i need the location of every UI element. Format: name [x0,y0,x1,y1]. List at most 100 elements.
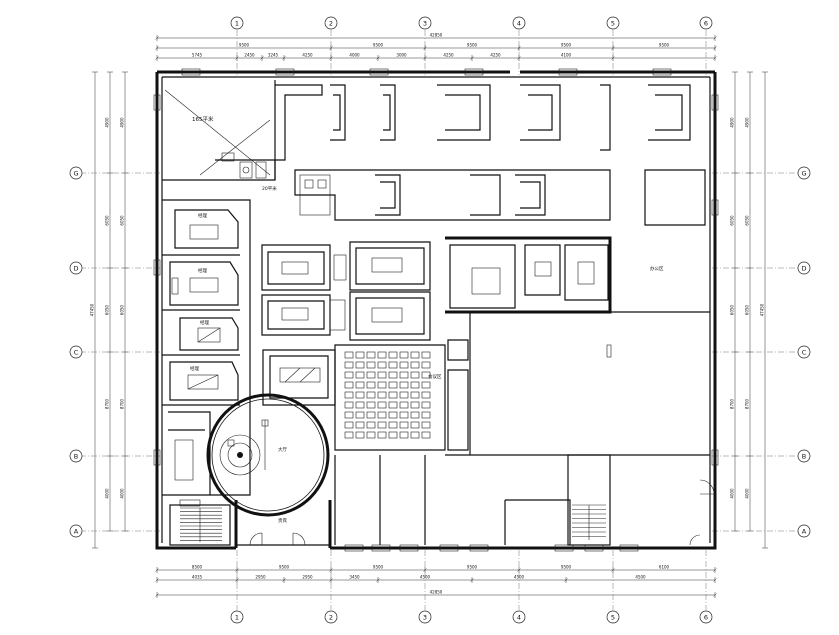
seat [344,371,354,379]
seat [377,431,387,439]
seat [410,361,420,369]
seat [355,351,365,359]
dim-bottom-outer-0: 8500 [192,565,203,570]
seat [344,381,354,389]
office-4-label: 经理 [190,365,199,372]
seat [388,411,398,419]
axis-label-col-5: 5 [611,613,615,621]
dim-top-outer-2: 9500 [467,43,478,48]
axis-bubble-row-D [797,261,811,275]
seat [388,361,398,369]
seat [399,401,409,409]
seat [377,371,387,379]
axis-label-row-G: G [73,169,78,177]
dim-left-parts-3: 8700 [105,398,110,409]
seat [355,431,365,439]
dim-top-outer-4: 9500 [659,43,670,48]
seat [355,361,365,369]
seat [388,401,398,409]
seat [377,381,387,389]
axis-label-row-D: D [73,264,78,272]
axis-label-row-A: A [74,527,79,535]
axis-bubble-row-G [69,166,83,180]
dim-bottom-outer-3: 9500 [467,565,478,570]
seat [410,381,420,389]
axis-bubble-col-1 [230,16,244,30]
seat [421,391,431,399]
seat [377,421,387,429]
seat [366,371,376,379]
seat [399,421,409,429]
dim-right-inner-4: 4000 [730,488,735,499]
seat [388,371,398,379]
meeting-rooms [261,241,431,406]
axis-label-row-A: A [802,527,807,535]
axis-label-col-6: 6 [704,613,708,621]
axis-label-row-D: D [801,264,806,272]
seat [421,361,431,369]
dim-right-parts-3: 8700 [745,398,750,409]
seat [421,411,431,419]
seating-area: 会议区 [334,344,446,451]
dim-top-inner-8: 4100 [561,53,572,58]
seat [377,411,387,419]
dim-top-inner-1: 2450 [244,53,255,58]
seat [399,351,409,359]
seat [421,371,431,379]
seat [399,391,409,399]
dim-right-inner-2: 6050 [730,304,735,315]
axis-bubble-col-3 [418,610,432,624]
seat [355,411,365,419]
dim-top-inner-6: 4250 [443,53,454,58]
axis-label-col-1: 1 [235,613,239,621]
axis-label-col-4: 4 [517,19,521,27]
dim-bottom-outer-5: 6100 [659,565,670,570]
room-20-label: 20平米 [262,185,277,192]
dim-right-inner-0: 4900 [730,117,735,128]
seat [388,421,398,429]
dim-left-parts-2: 6050 [105,304,110,315]
seat [377,401,387,409]
seat [366,381,376,389]
axis-bubble-row-G [797,166,811,180]
dim-left-inner-2: 6050 [120,304,125,315]
seat [377,351,387,359]
dim-right-parts-4: 4000 [745,488,750,499]
office-3-label: 经理 [200,319,209,326]
dim-right-parts-1: 6050 [745,215,750,226]
stair-left [169,504,231,546]
office-1-label: 经理 [198,212,207,219]
seat [344,351,354,359]
axis-label-col-4: 4 [517,613,521,621]
dim-top-inner-3: 4250 [302,53,313,58]
seat [410,371,420,379]
axis-bubble-col-2 [324,610,338,624]
seat [344,421,354,429]
axis-bubble-col-5 [606,16,620,30]
dim-left-inner-3: 8700 [120,398,125,409]
axis-label-col-2: 2 [329,613,333,621]
seat [410,351,420,359]
seat [421,401,431,409]
seat [421,421,431,429]
dim-top-inner-5: 3000 [396,53,407,58]
axis-bubble-col-3 [418,16,432,30]
dim-bottom-overall-0: 42850 [430,590,443,595]
dim-bottom-inner-3: 3450 [349,575,360,580]
dim-left-inner-1: 6050 [120,215,125,226]
seat [355,391,365,399]
axis-label-col-1: 1 [235,19,239,27]
seat [344,391,354,399]
seat [399,361,409,369]
dim-right-overall-0: 47450 [760,303,765,316]
axis-label-row-B: B [802,452,806,460]
axis-bubble-col-1 [230,610,244,624]
seat [388,351,398,359]
dim-right-parts-2: 6050 [745,304,750,315]
seat [410,391,420,399]
axis-bubble-col-5 [606,610,620,624]
seat [377,391,387,399]
meeting-area-label: 会议区 [428,373,442,380]
